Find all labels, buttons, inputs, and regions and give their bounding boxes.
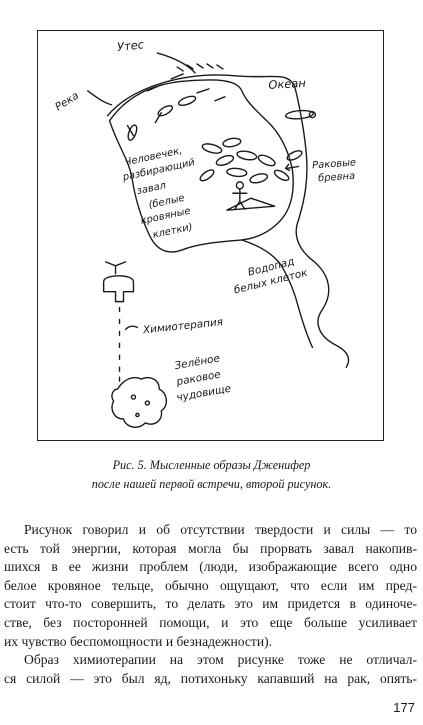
monster-spot <box>135 412 140 418</box>
log <box>126 73 226 137</box>
text-line: ся силой — это был яд, потихоньку капавш… <box>4 670 417 686</box>
ocean-log <box>284 109 315 120</box>
label-river: Река <box>53 90 81 114</box>
log <box>257 154 276 167</box>
label-ocean: Океан <box>268 76 307 92</box>
raft <box>226 197 276 211</box>
log <box>249 173 269 184</box>
ocean-log-end <box>308 111 317 119</box>
label-cancer-2: бревна <box>318 170 356 185</box>
label-chemo: Химиотерапия <box>141 316 223 336</box>
stick-man-body <box>232 188 248 210</box>
figure-caption: Рис. 5. Мысленные образы Дженифер после … <box>40 456 383 494</box>
monster-eye <box>130 394 137 400</box>
log <box>127 124 138 141</box>
river-outline <box>106 74 350 368</box>
text-line: есть той энергии, которая могла бы прорв… <box>4 540 417 556</box>
text-line: Образ химиотерапии на этом рисунке тоже … <box>24 652 417 668</box>
log <box>177 95 197 106</box>
cancer-arrow <box>284 163 300 172</box>
page-number: 177 <box>393 700 415 715</box>
log <box>226 167 248 178</box>
stick-man-head <box>235 181 245 190</box>
faucet-icon <box>102 261 135 303</box>
monster-eye <box>144 400 151 406</box>
text-line: стве, без посторонней помощи, и это еще … <box>4 614 417 630</box>
caption-line: после нашей первой встречи, второй рисун… <box>91 477 332 491</box>
river-arrow <box>87 90 113 106</box>
text-line: Рисунок говорил и об отсутствии твердост… <box>24 522 417 537</box>
cancer-monster <box>111 376 167 428</box>
log <box>199 169 215 182</box>
label-cancer-1: Раковые <box>312 157 357 171</box>
log <box>222 137 242 148</box>
log <box>236 150 258 161</box>
waterfall-outline <box>241 239 314 349</box>
log <box>157 105 174 117</box>
log <box>273 169 290 182</box>
log <box>286 150 303 161</box>
label-man-6: клетки) <box>152 222 194 241</box>
mind-image-drawing: Утес Океан Река Человечек, разбирающий з… <box>53 37 357 428</box>
label-man-3: завал <box>136 180 168 197</box>
log <box>215 154 235 166</box>
caption-line: Рис. 5. Мысленные образы Дженифер <box>112 458 311 472</box>
text-line: их чувство беспомощности и безнадежности… <box>4 633 273 649</box>
text-line: стоит что-то совершить, то делать это им… <box>4 596 417 612</box>
chemo-arrow <box>124 325 139 331</box>
river-inner-outline <box>108 79 294 253</box>
cliff-marks <box>176 63 224 72</box>
body-text: Рисунок говорил и об отсутствии твердост… <box>4 521 417 688</box>
label-cliff: Утес <box>116 37 145 54</box>
text-line: шихся в ее жизни проблем (люди, изобража… <box>4 559 417 575</box>
cliff-arrow <box>156 52 196 74</box>
figure-frame: Утес Океан Река Человечек, разбирающий з… <box>37 30 384 441</box>
text-line: белое кровяное тельце, обычно ощущают, ч… <box>4 577 417 593</box>
log <box>201 143 223 154</box>
